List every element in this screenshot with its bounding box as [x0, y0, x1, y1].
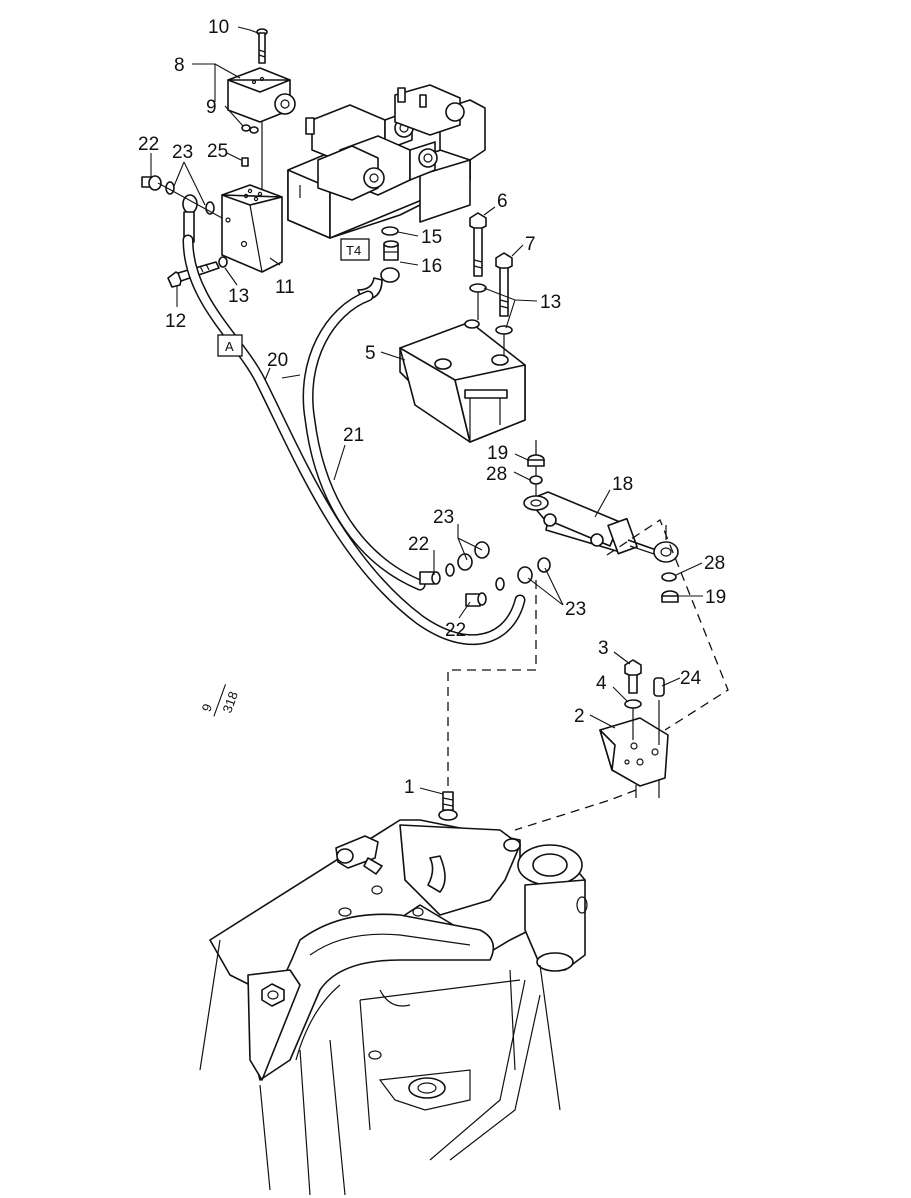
washer [249, 126, 259, 134]
manifold-block [221, 184, 283, 273]
callout-4: 4 [596, 673, 607, 694]
callout-15: 15 [421, 227, 442, 248]
stud-bolt [442, 791, 454, 811]
adapter-fitting [383, 240, 399, 261]
cylinder-mounting-bracket [399, 319, 526, 443]
valve-bank [287, 84, 486, 239]
dashed-assembly-line [514, 789, 637, 831]
callout-23: 23 [565, 599, 586, 620]
bolt [624, 659, 642, 694]
nut [527, 454, 545, 467]
page-reference-bottom: 318 [219, 689, 241, 715]
washer [469, 283, 487, 293]
callout-20: 20 [267, 350, 288, 371]
callout-10: 10 [208, 17, 229, 38]
sealing-washer [205, 201, 215, 215]
callout-23: 23 [433, 507, 454, 528]
banjo-bolt [141, 175, 162, 191]
small-solenoid-valve [227, 67, 296, 123]
callout-22: 22 [408, 534, 429, 555]
callout-18: 18 [612, 474, 633, 495]
dowel-pin [653, 677, 665, 697]
hose-21 [302, 290, 426, 591]
boxed-label-a-text: A [225, 339, 234, 354]
banjo-fitting [465, 557, 551, 607]
mounting-plate [599, 717, 669, 787]
page-reference-top: 9 [199, 702, 216, 714]
plug [241, 157, 249, 167]
axle-frame [199, 809, 588, 1196]
callout-13: 13 [228, 286, 249, 307]
callout-25: 25 [207, 141, 228, 162]
callout-1: 1 [404, 777, 415, 798]
callout-13: 13 [540, 292, 561, 313]
callout-19: 19 [705, 587, 726, 608]
callout-12: 12 [165, 311, 186, 332]
hydraulic-cylinder [523, 491, 679, 563]
callout-19: 19 [487, 443, 508, 464]
callout-labels: 10 8 9 22 23 25 6 7 15 16 13 11 12 13 5 … [138, 17, 726, 798]
callout-7: 7 [525, 234, 536, 255]
page-reference: 9 318 [199, 684, 241, 717]
washer [495, 325, 513, 335]
callout-21: 21 [343, 425, 364, 446]
dashed-assembly-line [606, 519, 729, 731]
screw [256, 28, 268, 64]
grease-nipple [335, 835, 383, 875]
leader-lines [150, 26, 703, 795]
hose-mark [281, 374, 301, 379]
washer [218, 256, 228, 268]
dashed-assembly-line [447, 580, 537, 790]
callout-8: 8 [174, 55, 185, 76]
callout-24: 24 [680, 668, 702, 689]
o-ring [381, 226, 399, 236]
bolt [469, 212, 487, 277]
callout-9: 9 [206, 97, 217, 118]
callout-23: 23 [172, 142, 193, 163]
callout-2: 2 [574, 706, 585, 727]
boxed-label-t4-text: T4 [346, 243, 361, 258]
solenoid-coil [317, 145, 385, 201]
callout-28: 28 [486, 464, 507, 485]
callout-11: 11 [275, 277, 295, 298]
boxed-label-t4: T4 [340, 238, 370, 261]
hose-20 [182, 234, 526, 646]
callout-22: 22 [445, 620, 466, 641]
assembly-axis-line [157, 182, 223, 219]
spacer-ring [529, 475, 543, 485]
boxed-label-a: A [217, 334, 243, 357]
nut [661, 590, 679, 603]
solenoid-coil [394, 84, 465, 136]
callout-22: 22 [138, 134, 159, 155]
callout-5: 5 [365, 343, 376, 364]
washer [241, 124, 251, 132]
callout-6: 6 [497, 191, 508, 212]
callout-16: 16 [421, 256, 442, 277]
callout-3: 3 [598, 638, 609, 659]
bolt [495, 252, 513, 317]
spacer-ring [661, 572, 677, 582]
callout-28: 28 [704, 553, 725, 574]
